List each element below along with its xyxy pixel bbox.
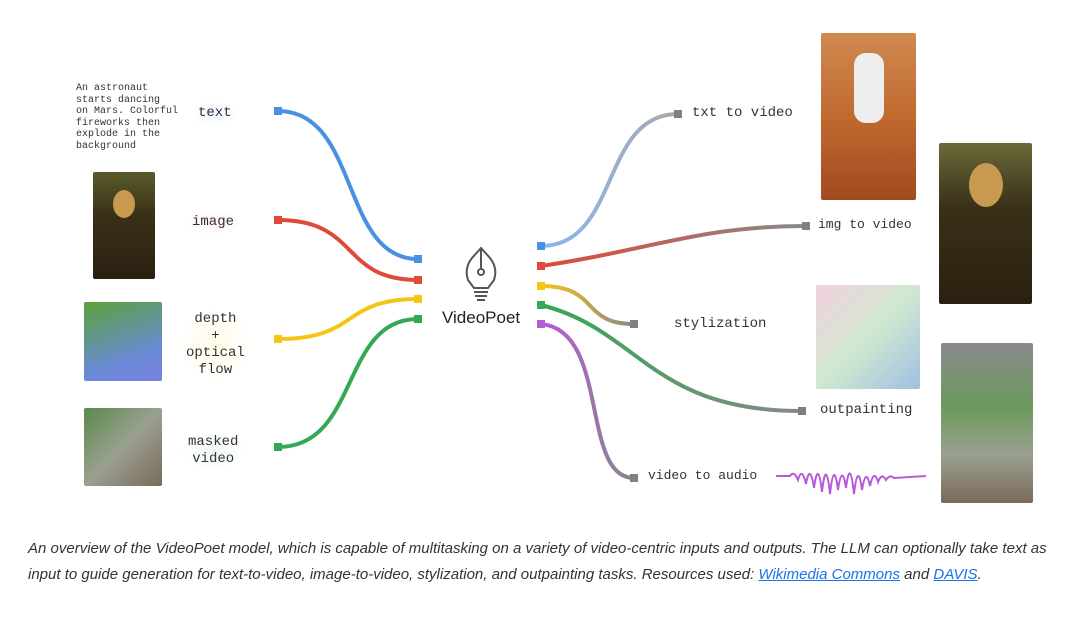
outpainted-train-frame xyxy=(941,343,1033,503)
text-prompt: An astronaut starts dancing on Mars. Col… xyxy=(76,83,179,152)
depth-flow-image xyxy=(84,302,162,381)
input-label-image: image xyxy=(184,210,243,235)
stylized-swan-frame xyxy=(816,285,920,389)
port xyxy=(630,474,638,482)
port xyxy=(674,110,682,118)
curve-txt-to-video xyxy=(540,112,679,248)
curve-text xyxy=(277,109,419,261)
port xyxy=(414,255,422,263)
port xyxy=(274,107,282,115)
caption-and: and xyxy=(899,566,934,583)
port xyxy=(537,320,545,328)
port xyxy=(414,295,422,303)
caption-text: An overview of the VideoPoet model, whic… xyxy=(28,540,1047,583)
curve-video-to-audio xyxy=(540,322,635,480)
davis-link[interactable]: DAVIS xyxy=(933,566,978,583)
port xyxy=(537,301,545,309)
port xyxy=(414,276,422,284)
model-name: VideoPoet xyxy=(442,308,521,327)
output-label-stylization: stylization xyxy=(674,316,767,332)
input-label-masked-video: masked video xyxy=(180,430,247,472)
figure-caption: An overview of the VideoPoet model, whic… xyxy=(28,536,1058,588)
port xyxy=(537,242,545,250)
port xyxy=(414,315,422,323)
curve-depth xyxy=(277,297,419,341)
port xyxy=(802,222,810,230)
input-label-text: text xyxy=(190,101,240,126)
port xyxy=(537,282,545,290)
caption-end: . xyxy=(977,566,982,583)
audio-waveform xyxy=(776,472,927,495)
curve-stylization xyxy=(540,284,635,326)
port xyxy=(798,407,806,415)
port xyxy=(537,262,545,270)
port xyxy=(274,443,282,451)
mona-lisa-video-frame xyxy=(939,143,1032,304)
port xyxy=(274,335,282,343)
wikimedia-commons-link[interactable]: Wikimedia Commons xyxy=(758,566,900,583)
videopoet-icon xyxy=(465,246,497,301)
curve-outpainting xyxy=(540,303,803,413)
output-label-outpainting: outpainting xyxy=(820,402,913,418)
masked-train-image xyxy=(84,408,162,486)
curve-masked xyxy=(277,317,419,449)
input-label-depth-flow: depth + optical flow xyxy=(178,307,253,383)
port xyxy=(630,320,638,328)
output-label-txt-to-video: txt to video xyxy=(692,105,793,121)
mona-lisa-image xyxy=(93,172,155,279)
output-label-video-to-audio: video to audio xyxy=(648,468,758,483)
curve-img-to-video xyxy=(540,224,807,268)
port xyxy=(274,216,282,224)
astronaut-video-frame xyxy=(821,33,916,200)
output-label-img-to-video: img to video xyxy=(818,217,912,232)
curve-image xyxy=(277,218,419,282)
